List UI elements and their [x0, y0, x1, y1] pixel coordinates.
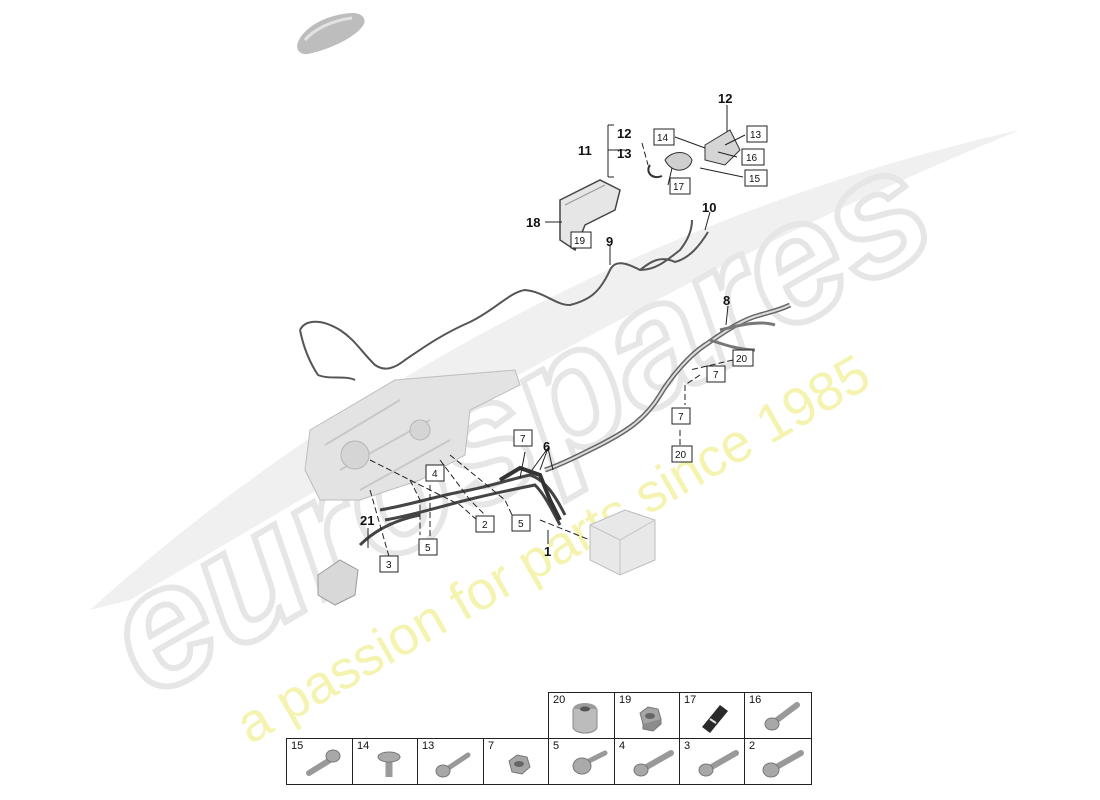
svg-text:19: 19 [574, 236, 586, 247]
svg-text:14: 14 [657, 133, 669, 144]
spacer-sleeve-icon [572, 703, 598, 734]
callout-9: 9 [606, 234, 613, 249]
svg-text:13: 13 [750, 130, 762, 141]
callout-10: 10 [702, 200, 716, 215]
leader-lines [367, 105, 746, 548]
boxed-label-7-upper: 7 [706, 365, 726, 383]
boxed-label-2: 2 [475, 515, 495, 533]
svg-text:5: 5 [518, 519, 524, 530]
fastener-cell-4: 4 [614, 738, 680, 785]
boxed-label-16: 16 [741, 148, 765, 166]
callout-12-group: 12 [617, 126, 631, 141]
boxed-label-7-lower: 7 [513, 429, 533, 447]
bolt-icon [377, 751, 401, 777]
svg-text:7: 7 [678, 412, 684, 423]
fastener-cell-5: 5 [548, 738, 615, 785]
boxed-label-17: 17 [669, 177, 691, 195]
transmission-housing-icon [304, 369, 521, 501]
fastener-cell-17: 17 [679, 692, 745, 739]
bolt-icon [764, 702, 800, 731]
sensor-module-12 [647, 129, 741, 178]
boxed-label-3: 3 [379, 555, 399, 573]
car-silhouette-icon [297, 13, 365, 55]
bolt-icon [762, 750, 804, 778]
wiring-harness-8 [544, 302, 792, 473]
cable-clip-icon [702, 705, 728, 733]
boxed-label-14: 14 [653, 128, 675, 146]
svg-text:4: 4 [432, 469, 438, 480]
fastener-cell-20: 20 [548, 692, 615, 739]
boxed-label-4: 4 [425, 464, 445, 482]
svg-text:20: 20 [736, 354, 748, 365]
boxed-label-19: 19 [570, 231, 592, 249]
fastener-cell-2: 2 [744, 738, 812, 785]
svg-text:16: 16 [746, 153, 758, 164]
callout-13-group: 13 [617, 146, 631, 161]
svg-text:7: 7 [713, 370, 719, 381]
fastener-cell-7: 7 [483, 738, 549, 785]
svg-text:7: 7 [520, 434, 526, 445]
boxed-label-7-middle: 7 [671, 407, 691, 425]
fastener-cell-16: 16 [744, 692, 812, 739]
callout-8: 8 [723, 293, 730, 308]
fastener-cell-15: 15 [286, 738, 353, 785]
callout-21: 21 [360, 513, 374, 528]
boxed-label-15: 15 [744, 169, 768, 187]
bolt-icon [306, 749, 341, 776]
bolt-icon [633, 750, 674, 777]
bolt-icon [698, 750, 739, 777]
wiring-harness-1 [358, 473, 567, 547]
boxed-label-20-upper: 20 [732, 349, 754, 367]
nut-icon [508, 754, 531, 775]
nut-icon [639, 706, 662, 732]
callout-12: 12 [718, 91, 732, 106]
boxed-label-13: 13 [746, 125, 768, 143]
bolt-icon [572, 750, 608, 775]
boxed-label-5-left: 5 [418, 538, 438, 556]
svg-text:15: 15 [749, 174, 761, 185]
fastener-cell-14: 14 [352, 738, 418, 785]
svg-text:5: 5 [425, 543, 431, 554]
boxed-label-5-right: 5 [511, 514, 531, 532]
callout-1: 1 [544, 544, 551, 559]
svg-text:2: 2 [482, 520, 488, 531]
connector-plug-icon [317, 559, 359, 606]
watermark-swoosh [90, 130, 1020, 610]
svg-text:3: 3 [386, 560, 392, 571]
boxed-label-20-lower: 20 [671, 445, 693, 463]
control-unit-icon [589, 509, 656, 576]
callout-18: 18 [526, 215, 540, 230]
svg-text:20: 20 [675, 450, 687, 461]
callout-11: 11 [578, 143, 592, 158]
fastener-cell-19: 19 [614, 692, 680, 739]
fastener-cell-13: 13 [417, 738, 484, 785]
callout-6: 6 [543, 439, 550, 454]
wiring-harness-9 [299, 219, 709, 381]
svg-text:17: 17 [673, 182, 685, 193]
dashed-leaders [369, 142, 734, 561]
bolt-icon [435, 752, 471, 778]
fastener-cell-3: 3 [679, 738, 745, 785]
